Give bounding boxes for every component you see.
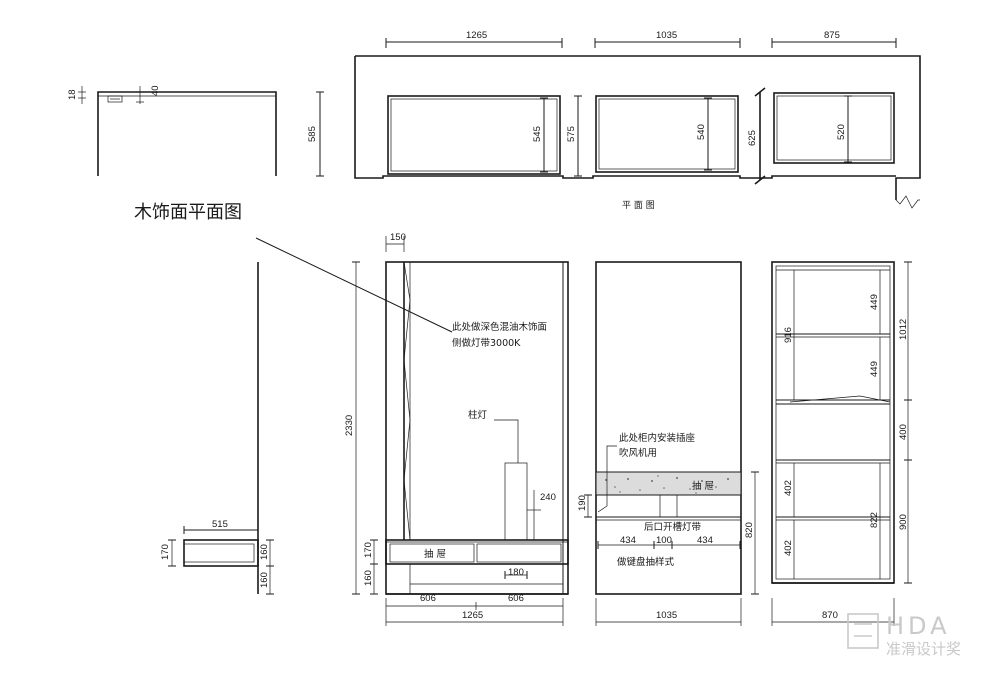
label-rear-groove: 后口开槽灯带 (644, 521, 702, 533)
dim-elev-434b: 434 (697, 535, 713, 546)
dim-elev-1012: 1012 (898, 319, 909, 340)
column-light (504, 462, 528, 541)
dim-elev-1265: 1265 (462, 610, 483, 621)
dim-sec-18: 18 (67, 89, 78, 100)
plan-cabinet-2 (595, 95, 739, 173)
note-wood-panel-1: 此处做深色混油木饰面 (452, 321, 547, 333)
dim-elev-170: 170 (363, 542, 374, 558)
dim-side-515: 515 (212, 519, 228, 530)
dim-elev-822: 822 (869, 512, 880, 528)
dim-elev-150: 150 (390, 232, 406, 243)
dim-sec-40: 40 (150, 85, 161, 96)
side-section: 515 170 160 160 (160, 262, 274, 595)
watermark: HDA 准滑设计奖 (847, 612, 961, 658)
dim-elev-240: 240 (540, 492, 556, 503)
dim-plan-1265: 1265 (466, 30, 487, 41)
dim-elev-100: 100 (656, 535, 672, 546)
dim-elev-160: 160 (363, 570, 374, 586)
label-drawer-mid: 抽 屉 (692, 480, 714, 492)
dim-elev-820: 820 (744, 522, 755, 538)
dim-plan-585: 585 (307, 126, 318, 142)
section-detail: 18 40 (67, 85, 277, 176)
dim-elev-916: 916 (783, 327, 794, 343)
dim-elev-402a: 402 (783, 480, 794, 496)
dim-plan-625: 625 (747, 130, 758, 146)
label-column-light: 柱灯 (468, 409, 488, 421)
plan-outline (354, 55, 921, 200)
label-drawer-left: 抽 屉 (424, 548, 446, 560)
dim-side-160a: 160 (259, 544, 270, 560)
dim-plan-540: 540 (696, 124, 707, 140)
dim-side-160b: 160 (259, 572, 270, 588)
dim-elev-900: 900 (898, 514, 909, 530)
dim-plan-1035: 1035 (656, 30, 677, 41)
dim-elev-2330: 2330 (344, 415, 355, 436)
title-leader (255, 237, 453, 333)
drawing-title: 木饰面平面图 (134, 202, 242, 223)
plan-cabinet-3 (773, 92, 895, 164)
dim-elev-449a: 449 (869, 294, 880, 310)
dim-elev-449b: 449 (869, 361, 880, 377)
dim-plan-545: 545 (532, 126, 543, 142)
plan-label: 平 面 图 (622, 200, 655, 211)
dim-elev-190: 190 (577, 495, 588, 511)
stone-countertop (595, 471, 742, 496)
dim-elev-400: 400 (898, 424, 909, 440)
plan-view: 1265 1035 875 585 545 575 540 625 520 平 … (307, 30, 921, 211)
dim-elev-1035: 1035 (656, 610, 677, 621)
dim-elev-180: 180 (508, 567, 524, 578)
label-keyboard-drawer: 做键盘抽样式 (617, 556, 675, 568)
dim-side-170: 170 (160, 544, 171, 560)
dim-plan-875: 875 (824, 30, 840, 41)
note-socket-1: 此处柜内安装插座 (619, 432, 696, 444)
dim-plan-575: 575 (566, 126, 577, 142)
dim-elev-606b: 606 (508, 593, 524, 604)
plan-cabinet-1 (387, 95, 561, 175)
watermark-chinese: 准滑设计奖 (886, 640, 961, 658)
watermark-logo-icon (847, 613, 879, 649)
front-elevation: 抽 屉 柱灯 240 180 此处做深色混油木饰面 侧做灯带3000K 抽 屉 … (344, 232, 912, 626)
note-socket-2: 吹风机用 (619, 447, 657, 459)
note-wood-panel-2: 侧做灯带3000K (452, 337, 521, 349)
dim-elev-402b: 402 (783, 540, 794, 556)
dim-elev-870: 870 (822, 610, 838, 621)
dim-plan-520: 520 (836, 124, 847, 140)
dim-elev-434a: 434 (620, 535, 636, 546)
dim-elev-606a: 606 (420, 593, 436, 604)
watermark-latin: HDA (886, 612, 951, 640)
